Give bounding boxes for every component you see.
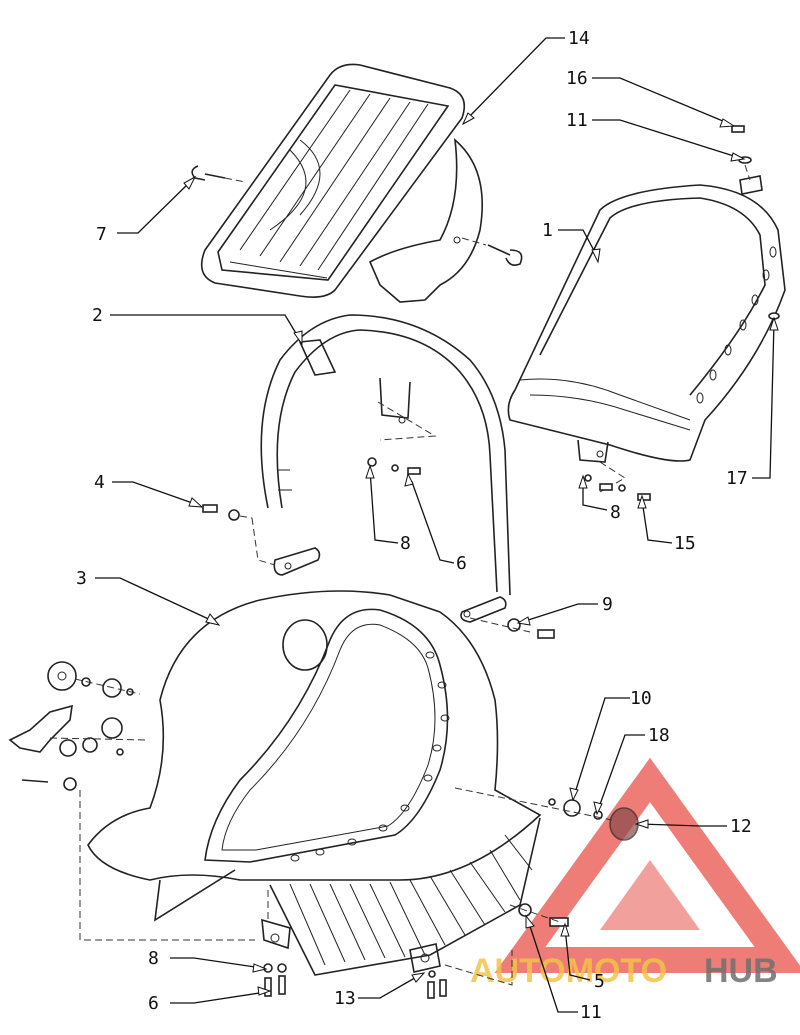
callout-label-16: 16 <box>566 68 588 89</box>
backrest-fasteners <box>202 125 780 566</box>
callout-16: 16 <box>566 68 736 128</box>
callout-label-11b: 11 <box>580 1002 602 1023</box>
callout-8c: 8 <box>148 948 268 973</box>
callout-label-4: 4 <box>94 472 105 493</box>
callout-label-8c: 8 <box>148 948 159 969</box>
lower-bracket-right <box>409 943 513 999</box>
backrest-bar-part <box>260 314 511 623</box>
callout-label-5: 5 <box>594 971 605 992</box>
luggage-rack-part <box>200 63 483 303</box>
callout-label-7: 7 <box>96 224 107 245</box>
rider-seat-part <box>87 590 542 976</box>
callout-13: 13 <box>334 972 426 1009</box>
callout-14: 14 <box>461 28 590 126</box>
callout-11b: 11 <box>525 914 602 1023</box>
callout-2: 2 <box>92 305 303 346</box>
callout-18: 18 <box>593 725 670 816</box>
callout-label-10: 10 <box>630 688 652 709</box>
callout-6a: 6 <box>404 472 467 574</box>
callout-label-1: 1 <box>542 220 553 241</box>
callout-label-13: 13 <box>334 988 356 1009</box>
callout-15: 15 <box>637 494 696 554</box>
callout-label-8b: 8 <box>610 502 621 523</box>
callout-label-12: 12 <box>730 816 752 837</box>
callout-11a: 11 <box>566 110 746 162</box>
callout-7: 7 <box>96 175 197 245</box>
callout-label-9: 9 <box>602 594 613 615</box>
callout-12: 12 <box>634 816 752 837</box>
right-fastener-cluster <box>454 617 639 927</box>
callout-8b: 8 <box>578 474 621 523</box>
pin-clip-part-7 <box>191 165 246 183</box>
callout-5: 5 <box>560 922 605 992</box>
callout-17: 17 <box>726 316 779 489</box>
callout-label-15: 15 <box>674 533 696 554</box>
callout-label-18: 18 <box>648 725 670 746</box>
left-fastener-cluster <box>8 661 255 941</box>
callout-label-11a: 11 <box>566 110 588 131</box>
callout-label-3: 3 <box>76 568 87 589</box>
callout-label-8a: 8 <box>400 533 411 554</box>
callout-label-6a: 6 <box>456 553 467 574</box>
lower-bracket-left <box>261 890 291 997</box>
callout-label-2: 2 <box>92 305 103 326</box>
callout-3: 3 <box>76 568 221 626</box>
callout-9: 9 <box>516 594 613 626</box>
callout-label-17: 17 <box>726 468 748 489</box>
callout-8a: 8 <box>365 464 411 554</box>
pin-clip-part-7b <box>461 237 523 266</box>
watermark-brand-right: HUB <box>704 952 778 990</box>
callout-4: 4 <box>94 472 204 508</box>
callout-label-14: 14 <box>568 28 590 49</box>
callout-6b: 6 <box>148 986 272 1014</box>
callout-label-6b: 6 <box>148 993 159 1014</box>
callout-1: 1 <box>542 220 601 264</box>
callout-10: 10 <box>569 688 652 802</box>
